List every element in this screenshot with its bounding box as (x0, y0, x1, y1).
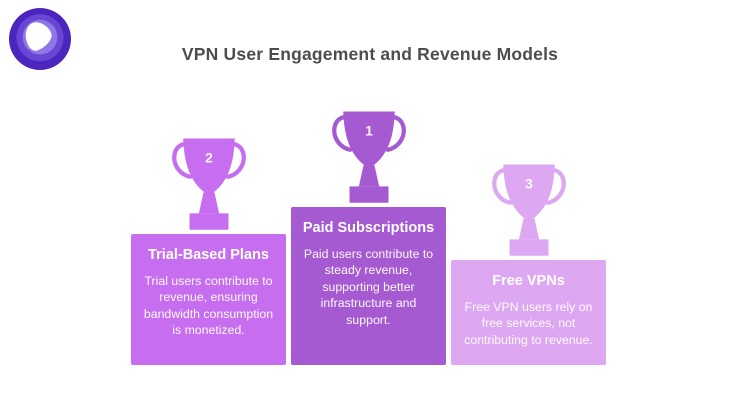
trophy-icon-rank-1: 1 (331, 111, 406, 203)
trophy-icon-rank-2: 2 (171, 138, 246, 230)
podium-description: Trial users contribute to revenue, ensur… (143, 273, 274, 338)
podium-heading: Paid Subscriptions (302, 220, 435, 236)
podium-description: Free VPN users rely on free services, no… (464, 299, 593, 347)
page-title: VPN User Engagement and Revenue Models (181, 44, 559, 64)
podium-trial-based-plans: 2 Trial-Based Plans Trial users contribu… (131, 136, 286, 365)
podium-box-trial-based-plans: Trial-Based Plans Trial users contribute… (131, 234, 286, 365)
trophy-rank-number: 2 (205, 150, 213, 166)
trophy-rank-number: 3 (525, 176, 533, 192)
podium-free-vpns: 3 Free VPNs Free VPN users rely on free … (451, 162, 606, 365)
trophy-icon-rank-3: 3 (491, 164, 566, 256)
podium-heading: Free VPNs (492, 273, 565, 289)
podium-heading: Trial-Based Plans (148, 247, 269, 263)
vpn-brand-logo-icon (9, 8, 71, 70)
trophy-rank-number: 1 (365, 123, 373, 139)
podium-description: Paid users contribute to steady revenue,… (303, 246, 434, 327)
podium-diagram: 2 Trial-Based Plans Trial users contribu… (131, 109, 606, 365)
podium-box-paid-subscriptions: Paid Subscriptions Paid users contribute… (291, 207, 446, 365)
podium-box-free-vpns: Free VPNs Free VPN users rely on free se… (451, 260, 606, 365)
podium-paid-subscriptions: 1 Paid Subscriptions Paid users contribu… (291, 109, 446, 365)
